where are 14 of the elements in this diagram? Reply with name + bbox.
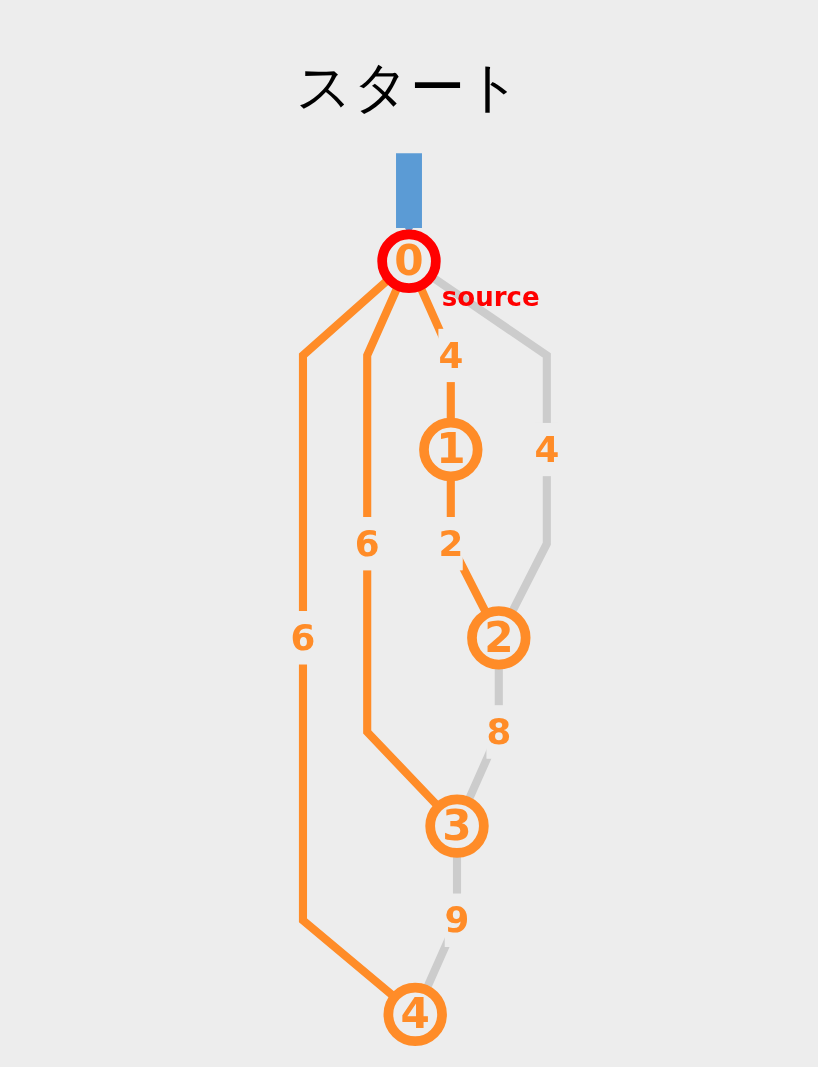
node-circle: 0 (377, 229, 441, 293)
edge-label: 4 (438, 334, 464, 376)
edge-label: 6 (290, 617, 316, 658)
edge-label: 4 (534, 428, 560, 470)
node-circle: 4 (383, 982, 447, 1046)
node-circle: 1 (419, 417, 483, 481)
edge-label: 9 (444, 899, 470, 941)
node-circle: 2 (467, 605, 531, 670)
node-text: スタート (296, 53, 522, 119)
edge-label: 8 (486, 711, 512, 752)
node-caption: source (441, 282, 540, 313)
edge-label: 2 (438, 522, 464, 564)
edge-label: 6 (354, 522, 380, 564)
node-circle: 3 (425, 793, 489, 858)
